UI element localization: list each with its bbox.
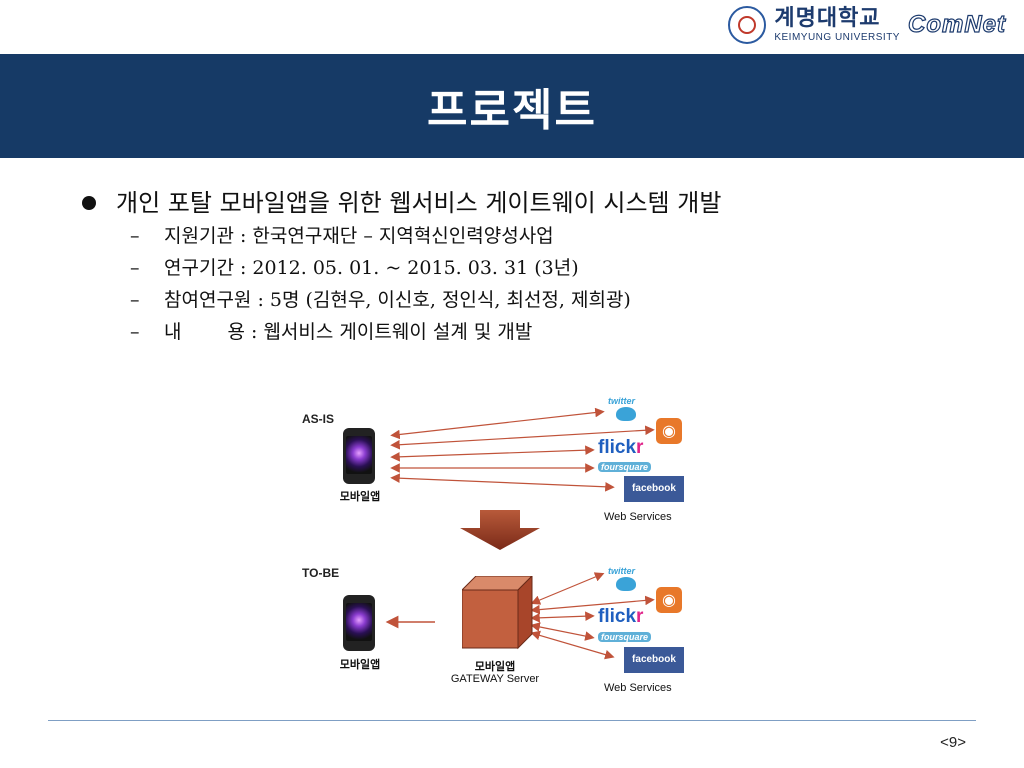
rss-icon: ◉	[656, 418, 682, 444]
as-is-label: AS-IS	[302, 412, 335, 426]
top-header: 계명대학교 KEIMYUNG UNIVERSITY ComNet	[0, 0, 1024, 52]
rss-icon: ◉	[656, 587, 682, 613]
flickr-logo: flickr	[598, 606, 644, 627]
slide-content: 개인 포탈 모바일앱을 위한 웹서비스 게이트웨이 시스템 개발 – 지원기관 …	[82, 186, 982, 348]
main-bullet: 개인 포탈 모바일앱을 위한 웹서비스 게이트웨이 시스템 개발	[82, 186, 982, 220]
dash-icon: –	[130, 257, 140, 279]
transition-arrow	[460, 510, 540, 550]
footer-divider	[48, 720, 976, 721]
mobile-phone-icon	[343, 595, 375, 651]
dash-icon: –	[130, 225, 140, 247]
gateway-server-caption: GATEWAY Server	[450, 673, 540, 685]
comnet-logo: ComNet	[907, 10, 1006, 38]
gateway-server-icon	[462, 576, 533, 650]
university-seal-icon	[728, 6, 767, 44]
mobile-app-caption: 모바일앱	[339, 490, 381, 503]
sub-item-text: 연구기간 : 2012. 05. 01. ~ 2015. 03. 31 (3년)	[164, 257, 579, 279]
facebook-logo: facebook	[624, 476, 684, 502]
bullet-dot-icon	[82, 196, 96, 210]
twitter-logo: twitter	[608, 396, 635, 406]
university-logo: 계명대학교 KEIMYUNG UNIVERSITY	[774, 5, 900, 43]
twitter-logo: twitter	[608, 566, 635, 576]
page-number: <9>	[940, 734, 966, 751]
sub-item-text: 지원기관 : 한국연구재단 – 지역혁신인력양성사업	[164, 225, 554, 247]
foursquare-logo: foursquare	[598, 632, 652, 642]
mobile-app-caption: 모바일앱	[339, 658, 381, 671]
sub-item-funding: – 지원기관 : 한국연구재단 – 지역혁신인력양성사업	[130, 220, 982, 252]
diagram-arrows	[385, 407, 655, 660]
dash-icon: –	[130, 289, 140, 311]
slide-title: 프로젝트	[427, 85, 597, 136]
foursquare-logo: foursquare	[598, 462, 652, 472]
facebook-logo: facebook	[624, 647, 684, 673]
sub-item-content: – 내 용 : 웹서비스 게이트웨이 설계 및 개발	[130, 316, 982, 348]
web-services-caption: Web Services	[604, 511, 672, 523]
dash-icon: –	[130, 321, 140, 343]
sub-item-period: – 연구기간 : 2012. 05. 01. ~ 2015. 03. 31 (3…	[130, 252, 982, 284]
twitter-bird-icon	[616, 577, 636, 591]
architecture-diagram: AS-IS 모바일앱 twitter ◉ flickr foursquare f…	[290, 390, 710, 700]
to-be-label: TO-BE	[302, 566, 340, 580]
university-name-ko: 계명대학교	[774, 5, 881, 31]
main-bullet-text: 개인 포탈 모바일앱을 위한 웹서비스 게이트웨이 시스템 개발	[116, 189, 722, 217]
sub-item-text: 용 : 웹서비스 게이트웨이 설계 및 개발	[227, 321, 533, 343]
university-name-en: KEIMYUNG UNIVERSITY	[774, 31, 900, 43]
logo-area: 계명대학교 KEIMYUNG UNIVERSITY ComNet	[728, 6, 1006, 44]
web-services-caption: Web Services	[604, 682, 672, 694]
twitter-bird-icon	[616, 407, 636, 421]
flickr-logo: flickr	[598, 437, 644, 458]
title-bar: 프로젝트	[0, 54, 1024, 158]
sub-item-label: 내	[164, 321, 182, 343]
mobile-phone-icon	[343, 428, 375, 484]
sub-item-text: 참여연구원 : 5명 (김현우, 이신호, 정인식, 최선정, 제희광)	[164, 289, 631, 311]
gateway-app-caption: 모바일앱	[474, 660, 516, 673]
sub-item-members: – 참여연구원 : 5명 (김현우, 이신호, 정인식, 최선정, 제희광)	[130, 284, 982, 316]
